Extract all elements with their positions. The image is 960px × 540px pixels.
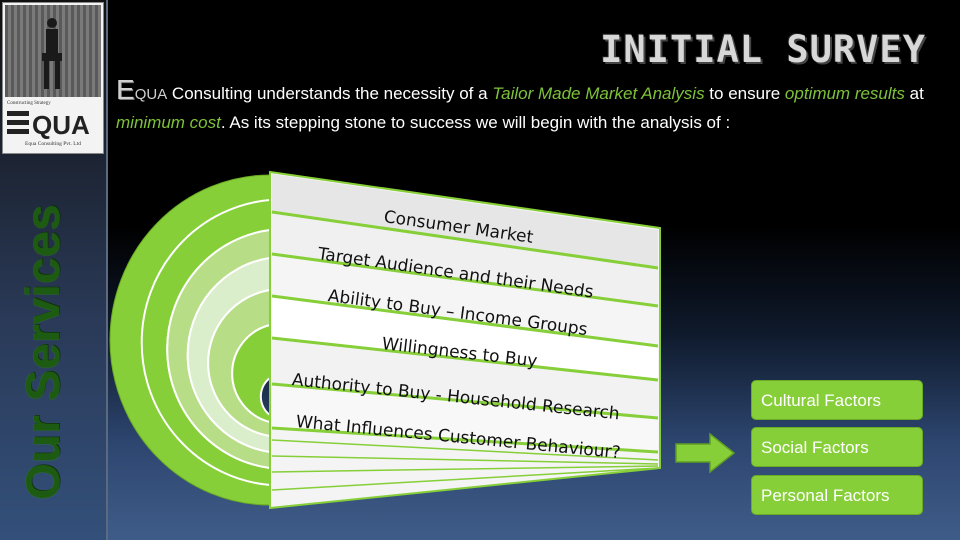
arc-ring-6 <box>231 323 271 424</box>
company-logo: Constructing Strategy QUA Equa Consultin… <box>2 2 104 154</box>
list-dividers <box>271 210 659 454</box>
intro-highlight-3: minimum cost <box>116 113 221 132</box>
logo-company-name: Equa Consulting Pvt. Ltd <box>25 141 81 147</box>
list-band-6 <box>272 384 658 452</box>
list-band-4 <box>272 296 658 380</box>
list-band-2 <box>272 212 658 306</box>
logo-tagline: Constructing Strategy <box>7 101 51 106</box>
intro-text-3: at <box>904 84 924 103</box>
factor-personal: Personal Factors <box>751 475 923 515</box>
intro-big-letter: E <box>116 74 135 105</box>
person-silhouette-icon <box>42 18 62 89</box>
intro-text-2: to ensure <box>704 84 785 103</box>
intro-text-1: Consulting understands the necessity of … <box>167 84 493 103</box>
intro-paragraph: EQUA Consulting understands the necessit… <box>116 76 936 137</box>
intro-smallcaps: QUA <box>134 86 168 103</box>
list-band-5 <box>272 338 658 418</box>
svg-text:QUA: QUA <box>32 110 90 139</box>
list-band-3 <box>272 254 658 346</box>
founder-photo <box>5 5 101 97</box>
slide-title: INITIAL SURVEY <box>600 28 926 71</box>
left-sidebar: Constructing Strategy QUA Equa Consultin… <box>0 0 108 540</box>
intro-text-4: . As its stepping stone to success we wi… <box>220 113 731 132</box>
factor-social: Social Factors <box>751 427 923 467</box>
logo-wordmark: QUA <box>7 110 90 139</box>
right-arrow-icon <box>675 432 736 474</box>
list-lower-lines <box>271 439 659 491</box>
list-band-1 <box>272 174 658 268</box>
factor-cultural: Cultural Factors <box>751 380 923 420</box>
intro-highlight-1: Tailor Made Market Analysis <box>492 84 705 103</box>
intro-highlight-2: optimum results <box>784 84 905 103</box>
